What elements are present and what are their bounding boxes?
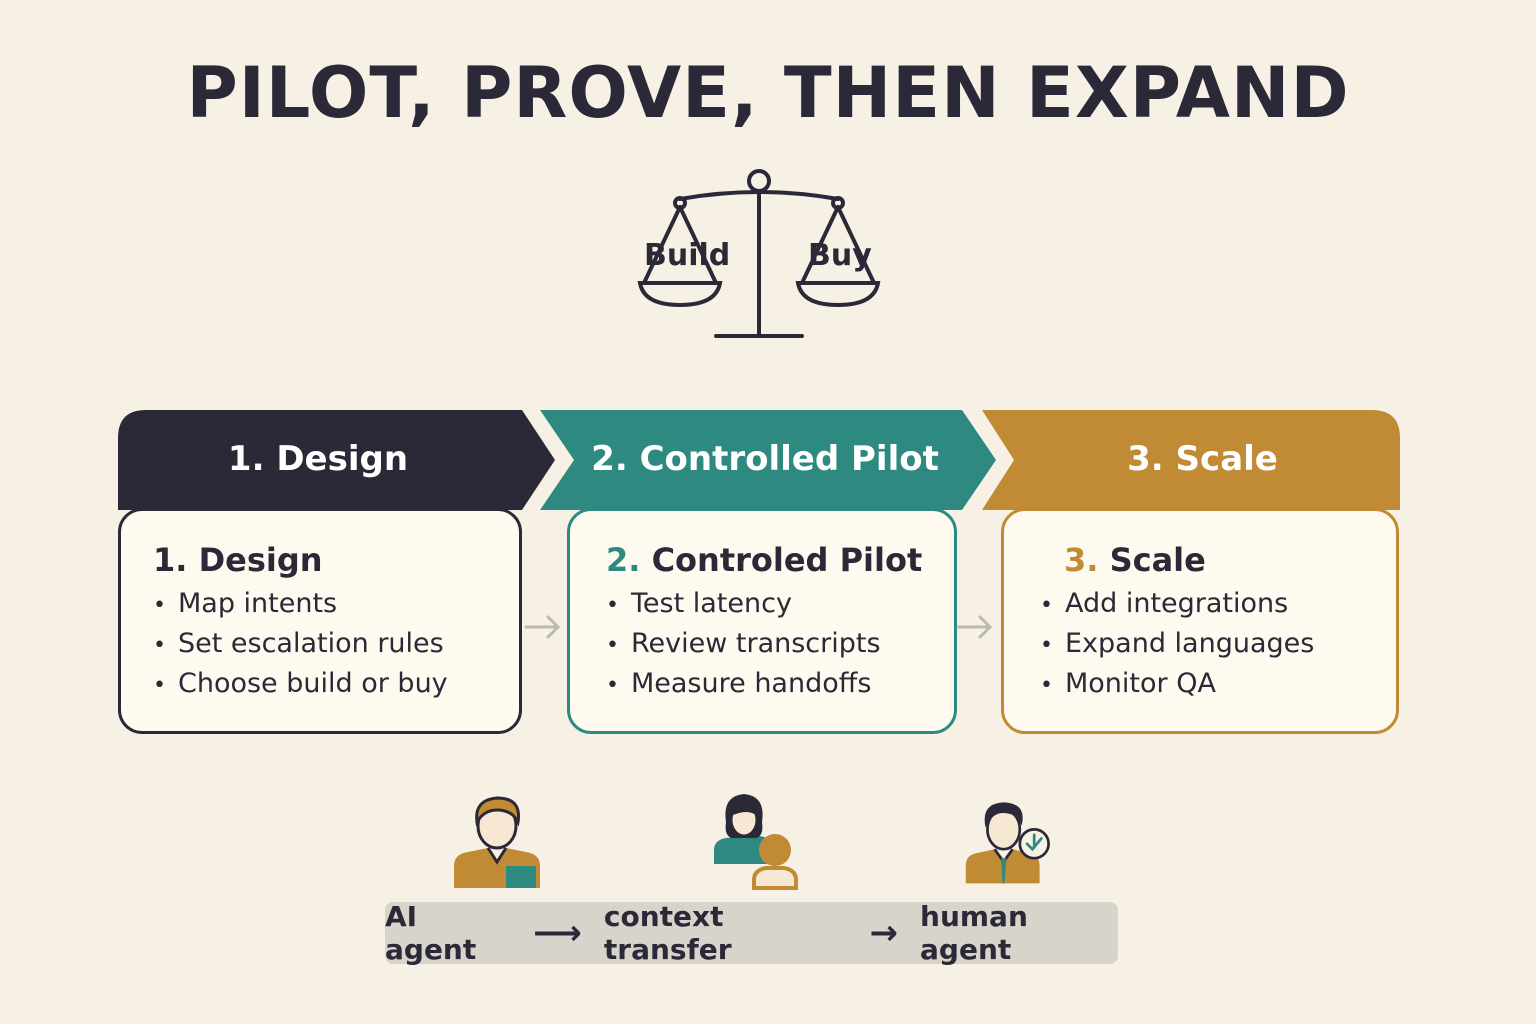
banner-design-shape (118, 410, 555, 510)
banner-pilot-shape (540, 410, 996, 510)
ai-agent-label: AI agent (385, 900, 477, 966)
context-transfer-people-icon (714, 794, 798, 890)
design-card: 1. Design Map intents Set escalation rul… (118, 508, 522, 734)
banner-scale-label: 3. Scale (1127, 439, 1278, 479)
arrow-right-icon (524, 615, 561, 639)
list-item: Set escalation rules (153, 625, 519, 665)
stage-banners (118, 410, 1400, 510)
list-item: Test latency (606, 585, 954, 625)
banner-pilot-label: 2. Controlled Pilot (591, 439, 939, 479)
pilot-bullets: Test latency Review transcripts Measure … (606, 585, 954, 705)
buy-label: Buy (808, 238, 872, 273)
banner-scale-shape (982, 410, 1400, 510)
page-title: PILOT, PROVE, THEN EXPAND (186, 52, 1350, 134)
ai-agent-person-icon (454, 796, 540, 888)
list-item: Review transcripts (606, 625, 954, 665)
context-transfer-label: context transfer (603, 900, 732, 966)
design-bullets: Map intents Set escalation rules Choose … (153, 585, 519, 705)
banner-design-label: 1. Design (227, 439, 409, 479)
list-item: Expand languages (1040, 625, 1396, 665)
pilot-card: 2. Controled Pilot Test latency Review t… (567, 508, 957, 734)
build-label: Build (644, 238, 731, 273)
balance-scale-icon (637, 169, 881, 338)
arrow-right-icon (956, 615, 993, 639)
human-agent-label: human agent (920, 900, 1028, 966)
list-item: Measure handoffs (606, 665, 954, 705)
flow-arrow-icon: → (869, 913, 899, 953)
scale-bullets: Add integrations Expand languages Monito… (1040, 585, 1396, 705)
flow-arrow-icon: ⟶ (533, 913, 582, 953)
human-agent-person-icon (965, 802, 1050, 884)
pilot-card-title: 2. Controled Pilot (606, 541, 923, 579)
scale-card: 3. Scale Add integrations Expand languag… (1001, 508, 1399, 734)
scale-card-title: 3. Scale (1064, 541, 1206, 579)
list-item: Monitor QA (1040, 665, 1396, 705)
list-item: Choose build or buy (153, 665, 519, 705)
design-card-title: 1. Design (153, 541, 323, 579)
list-item: Add integrations (1040, 585, 1396, 625)
list-item: Map intents (153, 585, 519, 625)
handoff-flow-bar: AI agent ⟶ context transfer → human agen… (385, 900, 1118, 966)
